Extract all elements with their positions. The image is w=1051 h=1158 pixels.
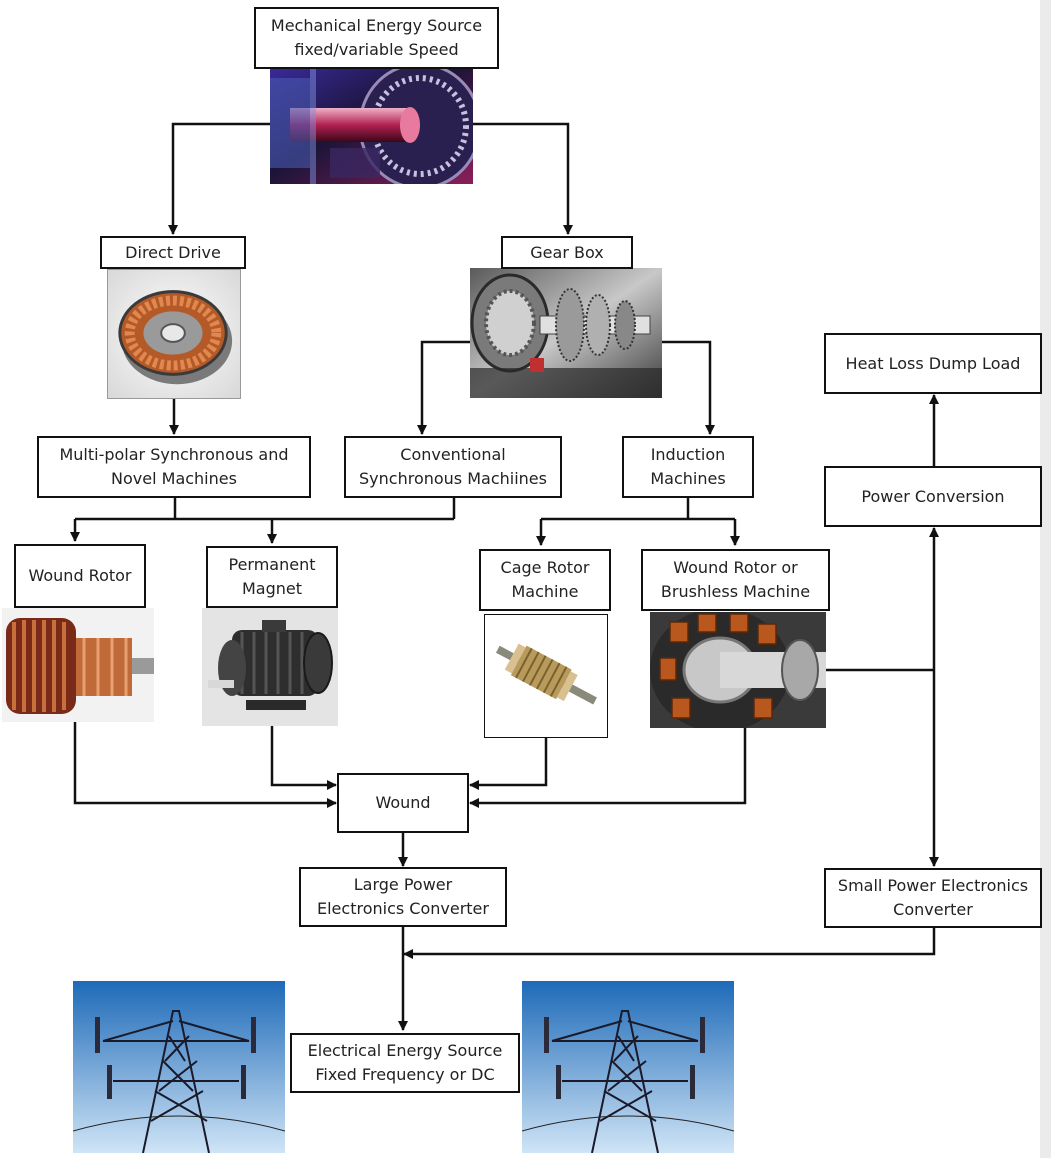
edge-small-pe-merge (403, 927, 936, 959)
wound-rotor-image (2, 608, 154, 722)
edge-cage-to-wound (469, 738, 548, 790)
node-cage-rotor-machine: Cage Rotor Machine (479, 549, 611, 611)
edge-gearbox-conventional (417, 340, 470, 435)
brushless-machine-image (650, 612, 826, 728)
generator-image (270, 68, 473, 184)
direct-drive-stator-image (107, 269, 241, 399)
edge-wound-rotor-to-wound (73, 722, 337, 808)
node-heat-loss-dump-load: Heat Loss Dump Load (824, 333, 1042, 394)
edge-pm-to-wound (270, 726, 337, 790)
edge-gearbox-induction (662, 340, 715, 435)
node-permanent-magnet: Permanent Magnet (206, 546, 338, 608)
gearbox-image (470, 268, 662, 398)
node-wound-rotor-brushless: Wound Rotor or Brushless Machine (641, 549, 830, 611)
node-power-conversion: Power Conversion (824, 466, 1042, 527)
edge-brushless-to-wound (469, 728, 747, 808)
node-conventional-synchronous: Conventional Synchronous Machiines (344, 436, 562, 498)
transmission-tower-right-image (522, 981, 734, 1153)
edge-source-gear-box (473, 122, 573, 235)
right-edge-strip (1040, 0, 1051, 1158)
node-small-power-electronics: Small Power Electronics Converter (824, 868, 1042, 928)
node-large-power-electronics: Large Power Electronics Converter (299, 867, 507, 927)
node-wound-rotor: Wound Rotor (14, 544, 146, 608)
node-electrical-energy-source: Electrical Energy Source Fixed Frequency… (290, 1033, 520, 1093)
node-mechanical-energy-source: Mechanical Energy Source fixed/variable … (254, 7, 499, 69)
permanent-magnet-motor-image (202, 608, 338, 726)
node-wound: Wound (337, 773, 469, 833)
transmission-tower-left-image (73, 981, 285, 1153)
edge-source-direct-drive (168, 122, 270, 235)
cage-rotor-image (484, 614, 608, 738)
node-gear-box: Gear Box (501, 236, 633, 269)
node-multipolar-synchronous: Multi-polar Synchronous and Novel Machin… (37, 436, 311, 498)
node-induction-machines: Induction Machines (622, 436, 754, 498)
node-direct-drive: Direct Drive (100, 236, 246, 269)
